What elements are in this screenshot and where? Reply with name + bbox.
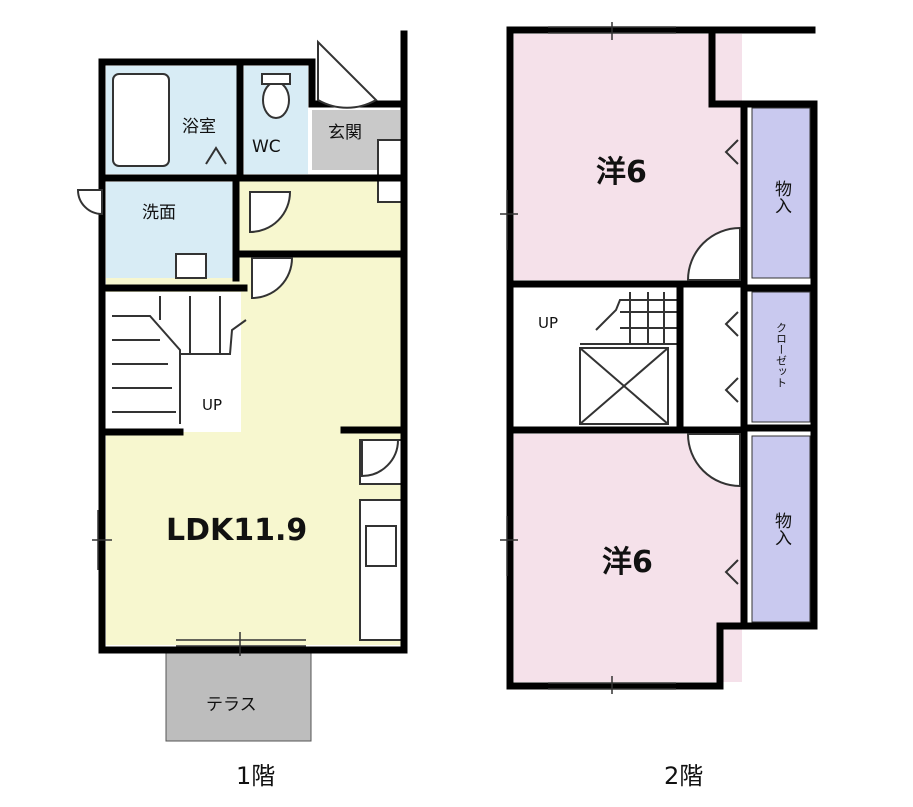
- western-bottom-label: 洋6: [602, 545, 653, 580]
- toilet-fixture: [262, 81, 290, 119]
- terrace-label: テラス: [206, 695, 257, 715]
- walls-floor-2: [506, 26, 818, 690]
- closet-label: クローゼット: [775, 322, 788, 388]
- wash-basin: [175, 253, 207, 279]
- doors-floor-2: [686, 139, 741, 585]
- western-room-top: [514, 34, 742, 280]
- floor-2-caption: 2階: [664, 762, 703, 790]
- western-top-label: 洋6: [596, 155, 647, 190]
- doors-floor-1: [76, 39, 400, 478]
- kitchen-counter: [359, 499, 403, 641]
- windows-floor-1: [92, 510, 306, 656]
- stairs-up-label-floor-1: UP: [202, 396, 222, 414]
- storage-bottom: [751, 435, 811, 623]
- storage-top-label: 物入: [771, 180, 792, 214]
- stairs-up-label-floor-2: UP: [538, 314, 558, 332]
- toilet-tank: [261, 73, 291, 85]
- shoe-cabinet: [377, 139, 403, 203]
- windows-floor-2: [500, 22, 676, 694]
- stairs-floor-2: [579, 292, 680, 425]
- ldk-label: LDK11.9: [166, 513, 307, 548]
- shower-mark: [205, 146, 227, 165]
- bath-label: 浴室: [182, 117, 216, 137]
- floor-1-plan: 浴室 WC 玄関 洗面 UP LDK11.9 テラス 1階: [76, 30, 408, 790]
- western-room-bottom: [514, 434, 742, 682]
- entrance-label: 玄関: [328, 123, 362, 143]
- storage-bottom-label: 物入: [771, 512, 792, 546]
- bathtub-fixture: [112, 73, 170, 167]
- closet: [751, 291, 811, 423]
- stairs-floor-1: [112, 296, 247, 424]
- washroom: [106, 182, 236, 278]
- storage-top: [751, 107, 811, 279]
- kitchen-sink: [365, 525, 397, 567]
- floor-1-caption: 1階: [236, 762, 275, 790]
- floor-2-plan: 洋6 洋6 UP 物入 物入 クローゼット 2階: [500, 22, 818, 790]
- washroom-label: 洗面: [142, 203, 176, 223]
- walls-floor-1: [98, 30, 408, 654]
- wc-label: WC: [252, 137, 281, 157]
